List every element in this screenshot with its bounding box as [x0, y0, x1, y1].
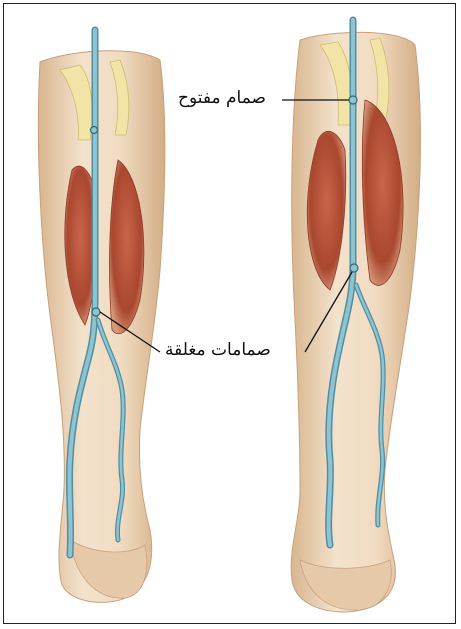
left-closed-valve [92, 308, 100, 316]
left-closed-valve-2 [91, 127, 98, 134]
closed-valves-label: صمامات مغلقة [165, 340, 271, 360]
right-leg [291, 20, 420, 612]
open-valve-label: صمام مفتوح [178, 88, 266, 108]
left-leg [38, 30, 165, 602]
right-open-valve [349, 96, 357, 104]
right-closed-valve [350, 264, 358, 272]
